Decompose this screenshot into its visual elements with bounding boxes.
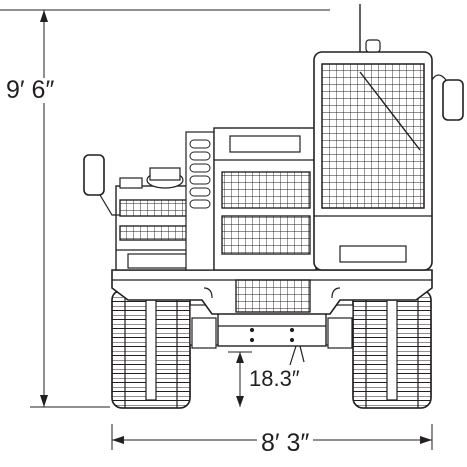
right-mirror bbox=[431, 74, 464, 121]
left-mirror bbox=[83, 154, 120, 216]
height-dimension-line bbox=[0, 9, 330, 408]
engine-cage bbox=[313, 4, 433, 271]
left-track bbox=[111, 289, 191, 409]
clearance-dimension-line bbox=[228, 351, 252, 407]
overall-width-label: 8′ 3″ bbox=[257, 431, 314, 456]
main-frame bbox=[111, 269, 433, 315]
center-valve-module bbox=[185, 127, 317, 271]
right-track bbox=[352, 289, 432, 409]
overall-height-label: 9′ 6″ bbox=[6, 76, 55, 104]
ground-clearance-label: 18.3″ bbox=[249, 366, 300, 391]
